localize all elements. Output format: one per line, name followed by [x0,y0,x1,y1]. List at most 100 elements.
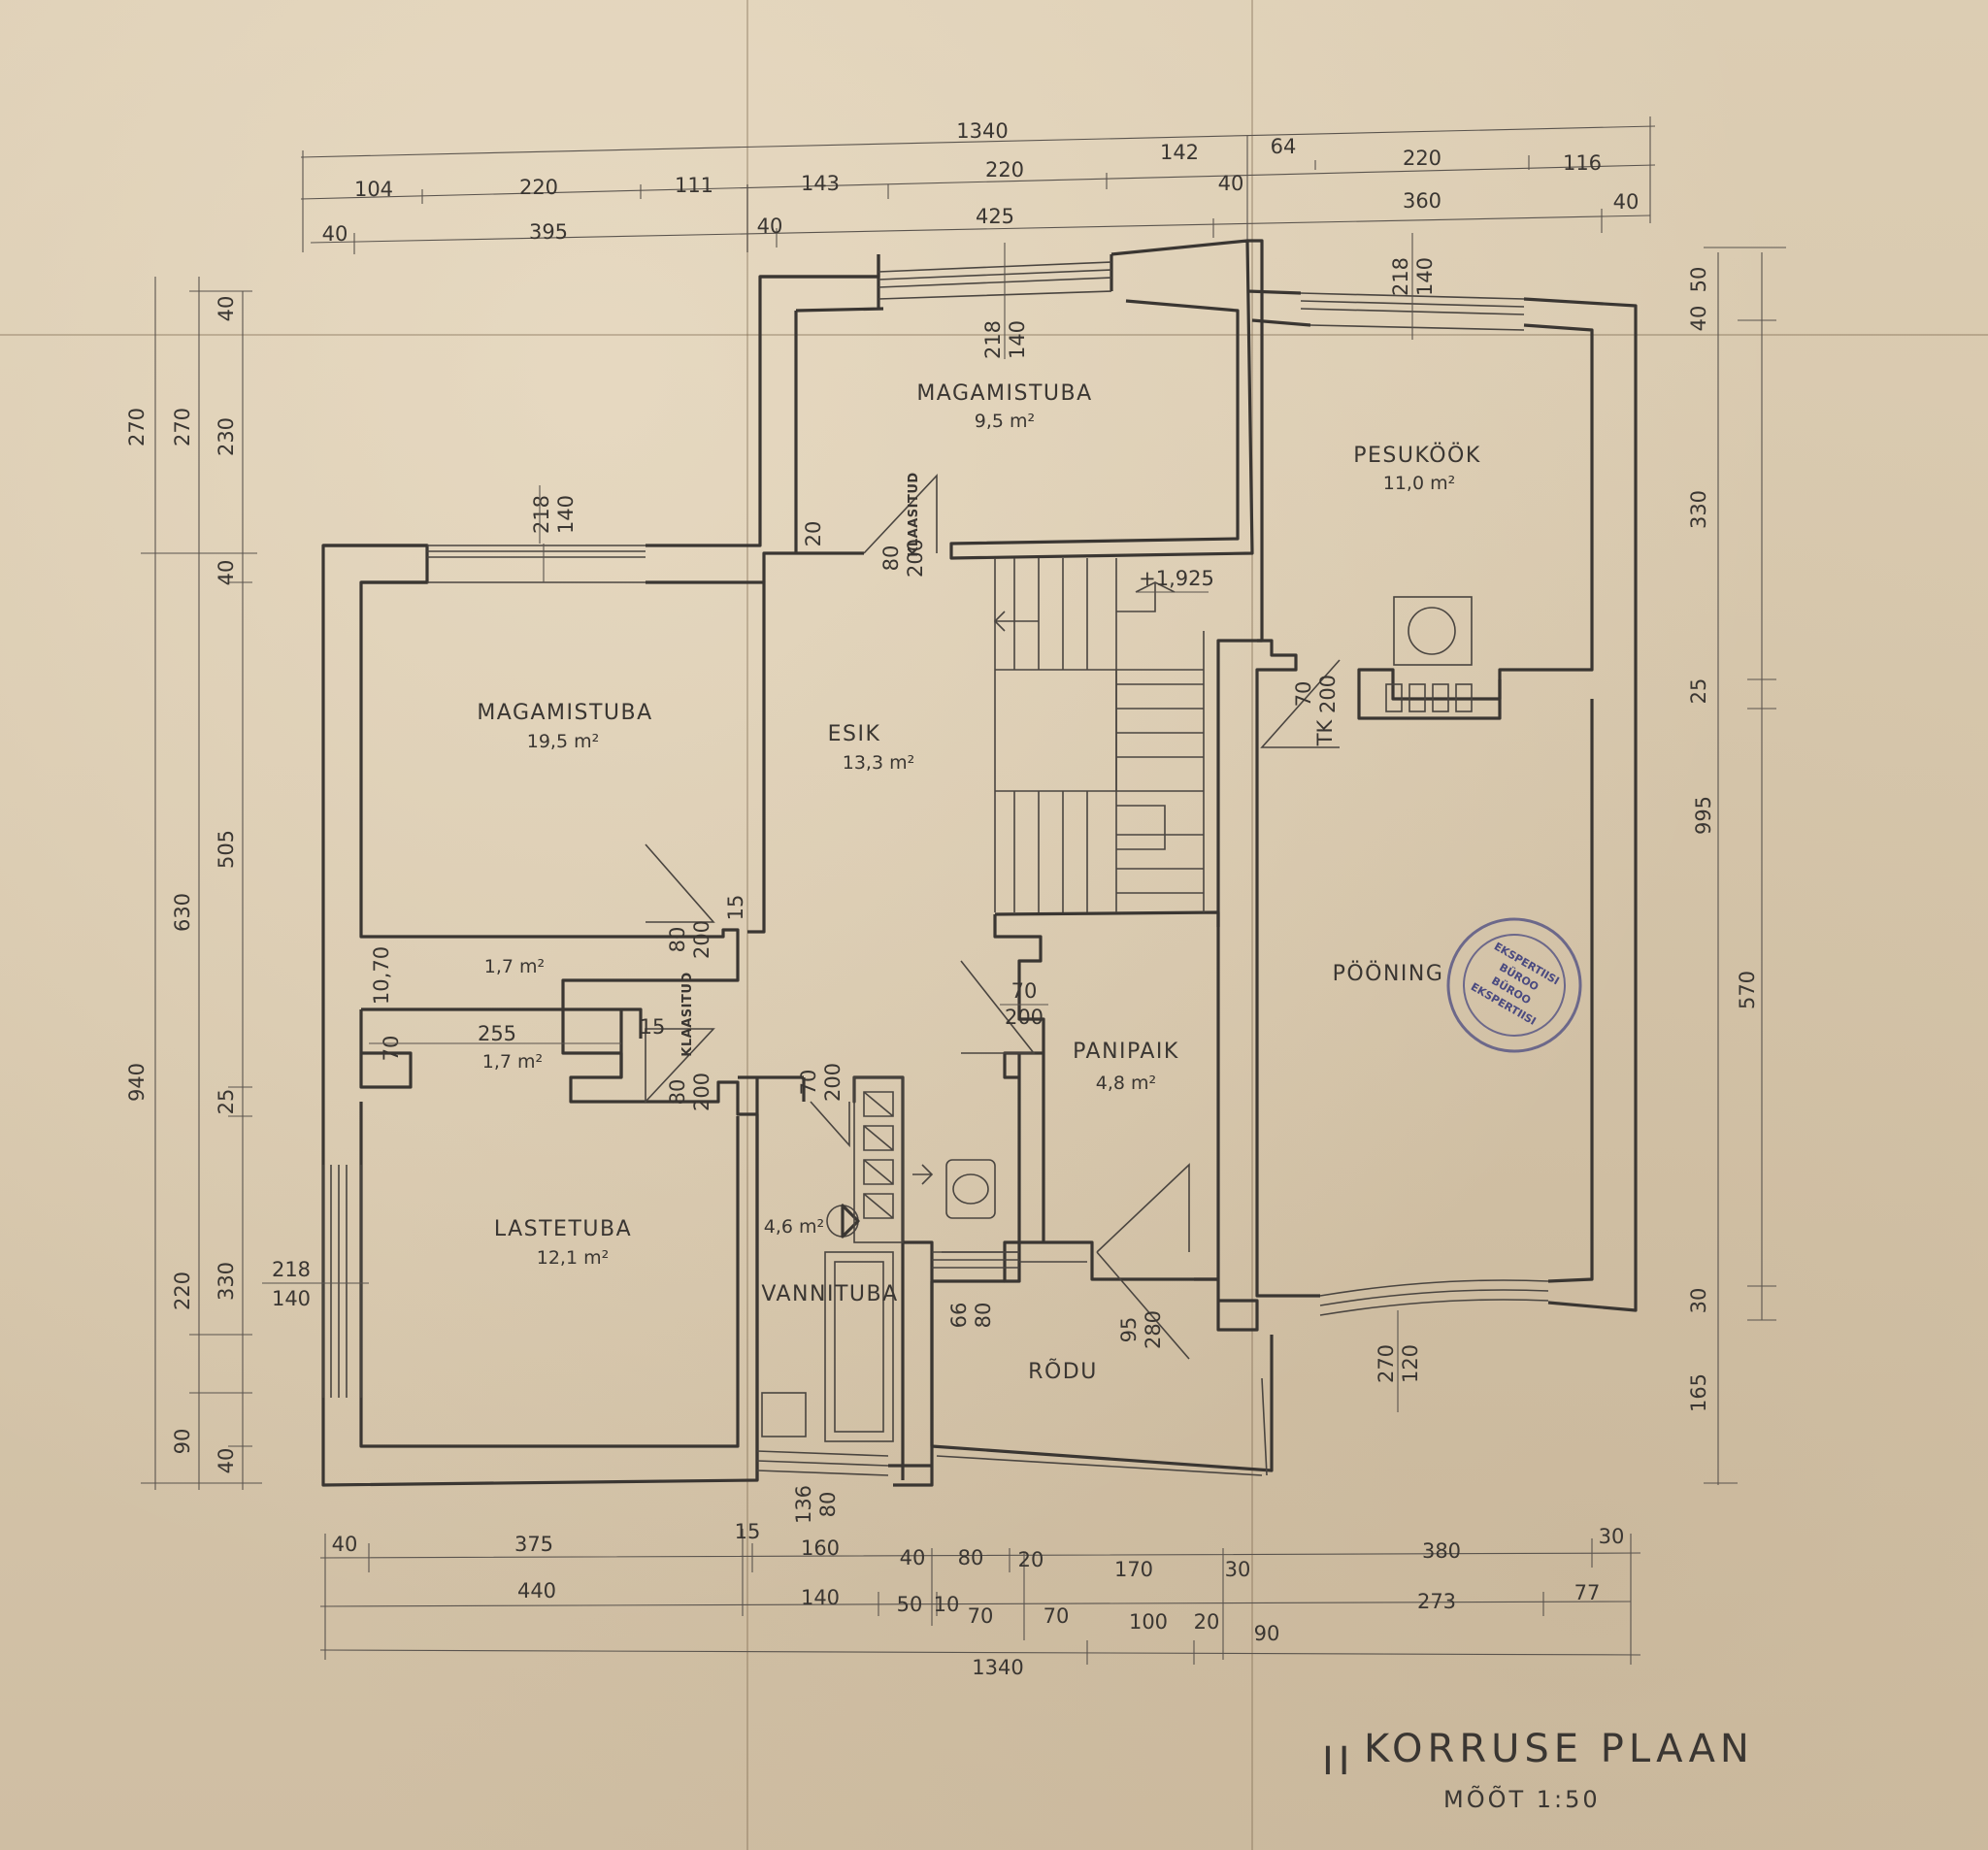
dim-bottom-3: 15 [735,1520,761,1543]
room-name-pantry: PANIPAIK [1073,1040,1179,1064]
label-15a: 15 [724,895,747,921]
approval-stamp: EKSPERTIISI BÜROO BÜROO EKSPERTIISI [1446,917,1582,1053]
window-north-2-label: 218 140 [1389,257,1437,296]
glazed-note-north: KLAASITUD [907,472,921,556]
window-bath-label: 136 80 [792,1485,840,1524]
dim-bottom-6: 80 [958,1546,984,1569]
dim-bottom-2: 375 [514,1533,553,1556]
svg-text:200: 200 [904,539,927,578]
dim-top-1: 104 [354,178,393,201]
svg-text:136: 136 [792,1485,815,1524]
svg-text:140: 140 [1006,320,1029,359]
title-main: KORRUSE PLAAN [1364,1727,1754,1771]
dim-bottom-10: 380 [1422,1539,1461,1563]
svg-text:280: 280 [1142,1310,1165,1349]
room-area-hall: 13,3 m² [843,752,914,774]
dim-top-b5: 40 [1218,172,1244,195]
room-name-attic: PÖÖNING [1333,961,1444,986]
label-255: 255 [478,1022,516,1045]
left-dimensions: 270 940 270 630 220 90 40 230 40 505 25 … [125,277,262,1490]
svg-text:270: 270 [1375,1344,1398,1383]
dim-bottom-11: 30 [1599,1525,1625,1548]
opening-annotations: 218 140 218 140 218 140 218 140 270 120 … [262,233,1437,1524]
door-bath-label: 70 200 [797,1063,845,1102]
dim-top-4: 143 [801,172,840,195]
room-area-bedroom-north: 9,5 m² [975,411,1035,432]
svg-text:80: 80 [816,1492,840,1518]
dim-bottom-r2-5: 70 [968,1604,994,1628]
dim-top-3: 111 [675,174,713,197]
dim-bottom-r2-3: 50 [897,1593,923,1616]
room-name-bedroom-north: MAGAMISTUBA [916,381,1092,406]
dim-left-mid-3: 220 [171,1272,194,1310]
dim-left-inner-2: 230 [215,417,238,456]
top-dimensions: 1340 104 220 111 143 220 142 64 220 116 … [300,116,1656,254]
door-pantry-label: 70 200 [1000,979,1048,1029]
dim-bottom-7: 20 [1018,1548,1044,1571]
dim-bottom-4: 160 [801,1536,840,1560]
dim-top-9: 116 [1563,151,1602,175]
room-area-bedroom-west: 19,5 m² [527,731,599,752]
dim-top-b2: 395 [529,220,568,244]
title-scale: MÕÕT 1:50 [1443,1784,1601,1813]
dim-bottom-r2-11: 77 [1574,1581,1601,1604]
title-roman: II [1322,1739,1355,1784]
window-kids-label: 218 140 [262,1258,369,1310]
dim-left-mid-2: 630 [171,893,194,932]
window-stair-label: 66 80 [947,1303,995,1329]
svg-text:70: 70 [797,1070,820,1096]
dim-bottom-r2-6: 70 [1044,1604,1070,1628]
dim-top-b1: 40 [322,222,348,246]
dim-right-inner-6: 30 [1687,1288,1710,1314]
dim-left-inner-6: 330 [215,1262,238,1301]
room-name-kids: LASTETUBA [494,1217,632,1241]
dim-left-mid-1: 270 [171,408,194,446]
svg-text:80: 80 [666,927,689,953]
dim-left-inner-5: 25 [215,1089,238,1115]
tk-mark: TK [1313,718,1337,746]
window-west-bed-label: 218 140 [530,495,578,534]
door-west-bed-label: 80 200 [666,920,713,959]
stairs [993,558,1205,912]
dim-left-inner-3: 40 [215,560,238,586]
label-15b: 15 [640,1015,666,1039]
dim-top-6: 142 [1160,141,1199,164]
room-name-balcony: RÕDU [1028,1358,1098,1384]
svg-text:80: 80 [879,545,903,572]
room-area-kids: 12,1 m² [537,1247,609,1269]
svg-text:218: 218 [981,320,1005,359]
svg-text:95: 95 [1117,1317,1141,1343]
svg-text:140: 140 [554,495,578,534]
dim-bottom-overall: 1340 [972,1656,1023,1679]
svg-text:218: 218 [272,1258,311,1281]
dim-right-inner-5: 570 [1736,971,1759,1009]
room-name-bathroom: VANNITUBA [761,1282,898,1306]
doors [645,473,1341,1442]
svg-text:218: 218 [1389,257,1412,296]
dim-bottom-r2-1: 440 [517,1579,556,1602]
window-north-1-label: 218 140 [981,320,1029,359]
door-attic-label: 70 200 [1292,675,1340,713]
room-name-bedroom-west: MAGAMISTUBA [477,701,652,725]
dim-bottom-r2-2: 140 [801,1586,840,1609]
svg-text:66: 66 [947,1303,971,1329]
room-area-closet-lower: 1,7 m² [482,1051,543,1073]
dim-bottom-r2-9: 90 [1254,1622,1280,1645]
label-10-70: 10,70 [370,946,393,1005]
bottom-dimensions: 40 375 15 160 40 80 20 170 30 380 30 440… [319,1520,1641,1679]
label-70: 70 [380,1036,403,1062]
dim-right-inner-3: 330 [1687,490,1710,529]
dim-bottom-r2-10: 273 [1417,1590,1456,1613]
title-block: II KORRUSE PLAAN MÕÕT 1:50 [1322,1727,1754,1813]
dim-bottom-8: 170 [1114,1558,1153,1581]
dim-right-inner-7: 165 [1687,1373,1710,1412]
dim-top-overall: 1340 [956,119,1008,143]
dim-bottom-1: 40 [332,1533,358,1556]
dim-left-inner-4: 505 [215,830,238,869]
dim-bottom-r2-4: 10 [934,1593,960,1616]
glazed-note-west: KLAASITUD [680,972,695,1056]
dim-left-inner-1: 40 [215,296,238,322]
dim-right-inner-1: 40 [1687,306,1710,332]
door-balcony-label: 95 280 [1117,1310,1165,1349]
